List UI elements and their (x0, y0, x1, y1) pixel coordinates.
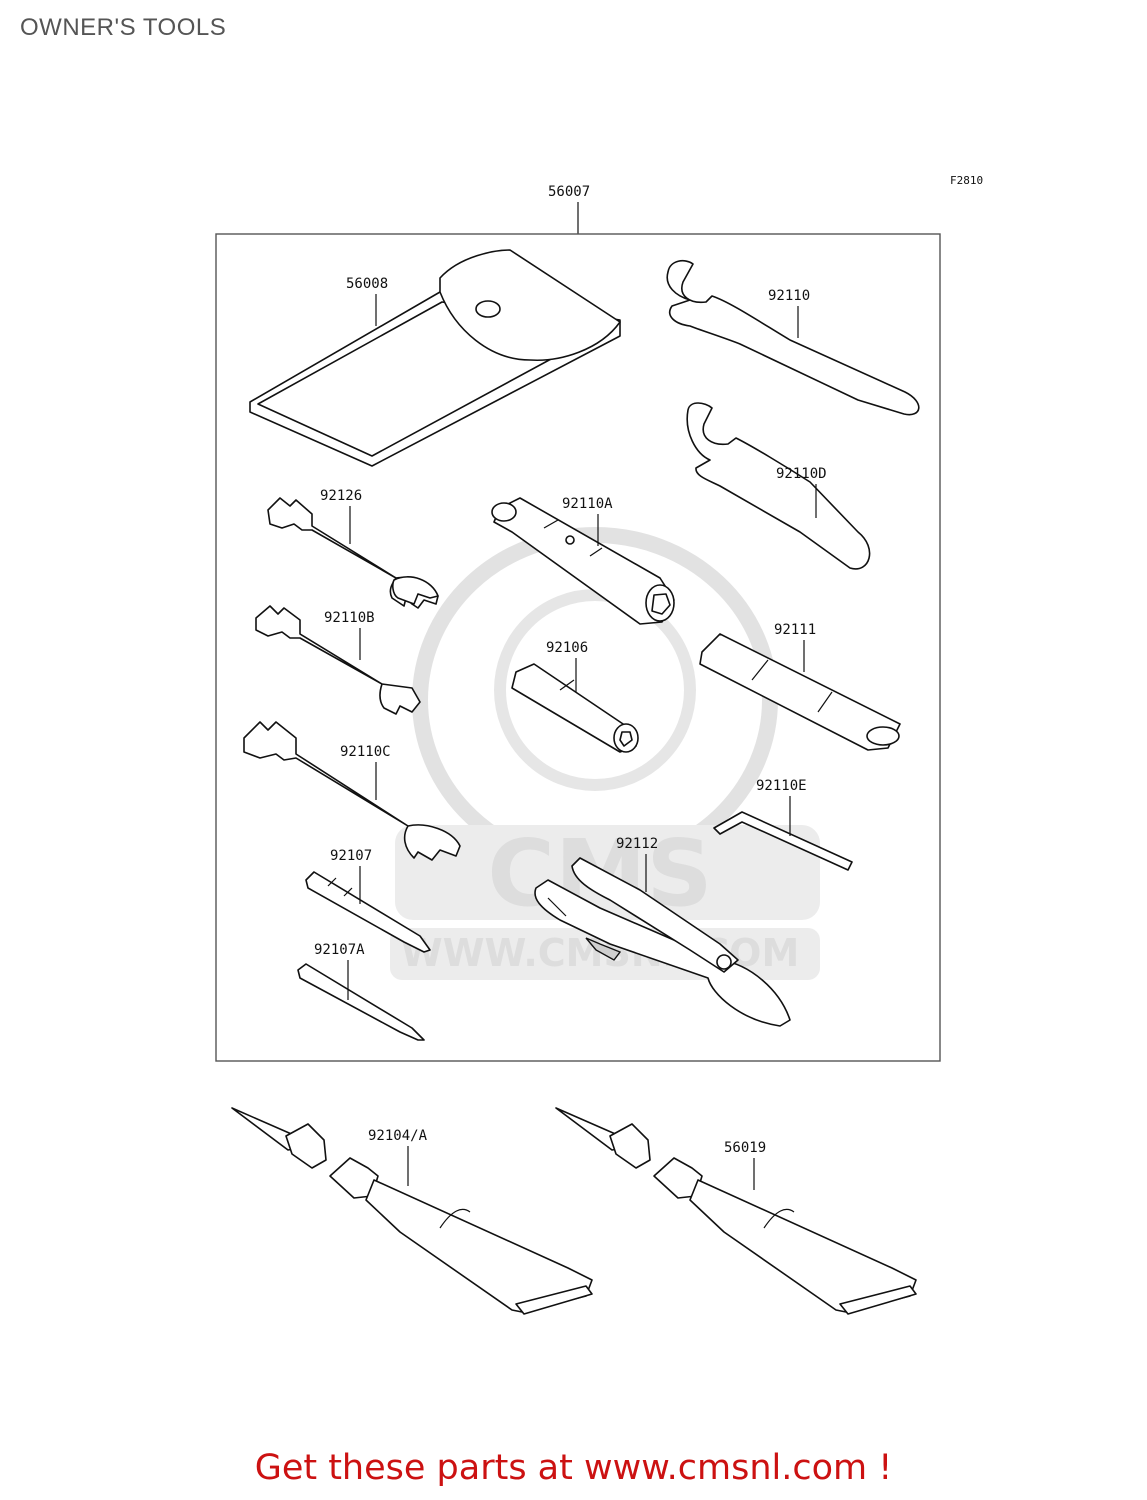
figure-code: F2810 (950, 174, 983, 187)
handle-icon (699, 633, 901, 751)
part-label-wrench-c[interactable]: 92110C (340, 744, 391, 760)
part-label-hook-wrench-d[interactable]: 92110D (776, 466, 827, 482)
socket-wrench-icon (491, 497, 675, 625)
driver-handle-icon (305, 871, 431, 953)
part-label-kit[interactable]: 56007 (548, 184, 590, 200)
part-label-pliers[interactable]: 92112 (616, 836, 658, 852)
hook-wrench-icon (666, 259, 920, 416)
part-label-pouch[interactable]: 56008 (346, 276, 388, 292)
page-title: OWNER'S TOOLS (20, 14, 227, 41)
wrench-b-icon (255, 605, 421, 715)
sealant-tube-icon (555, 1107, 917, 1315)
promo-link[interactable]: Get these parts at www.cmsnl.com ! (254, 1448, 893, 1488)
pliers-icon (534, 857, 791, 1027)
wrench-a-icon (267, 497, 439, 609)
kit-frame (215, 233, 941, 1062)
part-label-handle[interactable]: 92111 (774, 622, 816, 638)
part-label-grease-tube[interactable]: 92104/A (368, 1128, 428, 1144)
part-label-wrench-b[interactable]: 92110B (324, 610, 375, 626)
grease-tube-icon (231, 1107, 593, 1315)
part-label-sealant-tube[interactable]: 56019 (724, 1140, 766, 1156)
driver-bit-icon (297, 963, 425, 1041)
part-label-driver-bit[interactable]: 92107A (314, 942, 365, 958)
hex-key-icon (713, 811, 853, 871)
part-label-hook-wrench[interactable]: 92110 (768, 288, 810, 304)
socket-adapter-icon (511, 663, 639, 753)
part-label-socket-wrench[interactable]: 92110A (562, 496, 613, 512)
part-label-wrench-a[interactable]: 92126 (320, 488, 362, 504)
part-label-hex-key[interactable]: 92110E (756, 778, 807, 794)
hook-wrench-d-icon (686, 402, 871, 570)
part-label-driver-handle[interactable]: 92107 (330, 848, 372, 864)
tool-pouch-icon (249, 249, 621, 467)
part-label-socket-adapter[interactable]: 92106 (546, 640, 588, 656)
wrench-c-icon (243, 721, 461, 861)
